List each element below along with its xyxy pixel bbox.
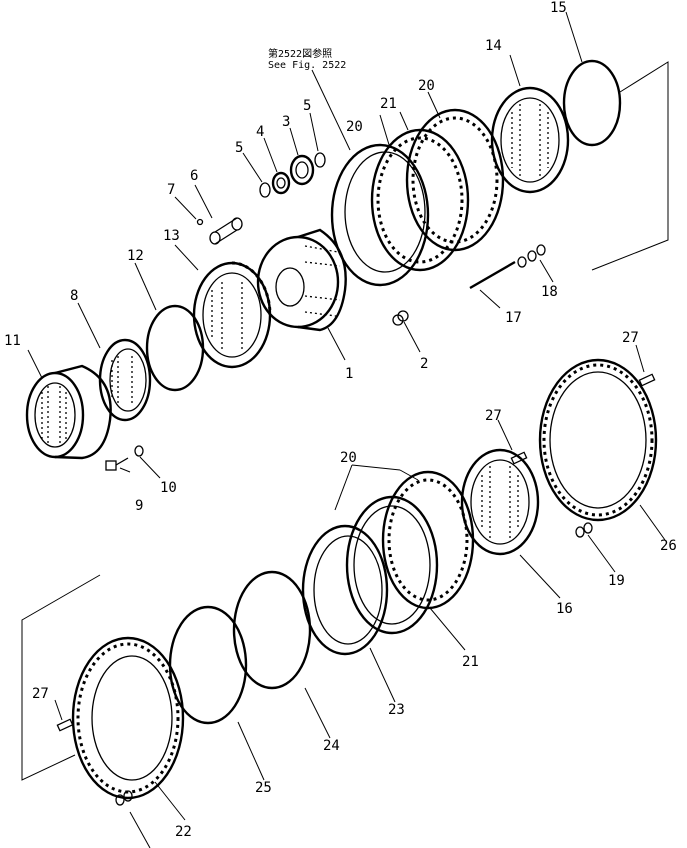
part-21-separator-plate-lower xyxy=(345,495,439,635)
part-5-washer-a xyxy=(259,182,271,198)
label-25: 25 xyxy=(255,780,272,796)
part-3-gear xyxy=(289,154,315,186)
label-8: 8 xyxy=(70,288,78,304)
label-16: 16 xyxy=(556,601,573,617)
label-6: 6 xyxy=(190,168,198,184)
section-bracket-top xyxy=(591,61,669,271)
label-20b: 20 xyxy=(418,78,435,94)
label-7: 7 xyxy=(167,182,175,198)
part-labels: 1 2 3 4 5 5 6 7 8 9 10 11 12 13 14 15 16… xyxy=(4,0,677,840)
part-4-bearing xyxy=(271,171,291,195)
part-11-drum xyxy=(25,364,112,460)
label-3: 3 xyxy=(282,114,290,130)
reference-note-english: See Fig. 2522 xyxy=(268,60,346,71)
label-27c: 27 xyxy=(32,686,49,702)
part-22-springs xyxy=(115,790,133,806)
label-12: 12 xyxy=(127,248,144,264)
label-17: 17 xyxy=(505,310,522,326)
part-14-ring-gear xyxy=(490,86,570,194)
label-1: 1 xyxy=(345,366,353,382)
label-20a: 20 xyxy=(346,119,363,135)
part-10-washer xyxy=(134,445,144,457)
part-20-friction-plate-lower xyxy=(381,470,475,610)
label-2: 2 xyxy=(420,356,428,372)
label-21b: 21 xyxy=(462,654,479,670)
leader-lines xyxy=(27,11,666,848)
part-7-ball xyxy=(196,218,204,226)
label-14: 14 xyxy=(485,38,502,54)
part-9-bolt xyxy=(105,457,129,471)
label-5a: 5 xyxy=(235,140,243,156)
part-5-washer-b xyxy=(314,152,326,168)
part-27-pin-c xyxy=(56,718,74,732)
label-21a: 21 xyxy=(380,96,397,112)
label-10: 10 xyxy=(160,480,177,496)
label-5b: 5 xyxy=(303,98,311,114)
label-27b: 27 xyxy=(485,408,502,424)
part-8-ring xyxy=(98,338,152,422)
label-20c: 20 xyxy=(340,450,357,466)
label-11: 11 xyxy=(4,333,21,349)
label-27a: 27 xyxy=(622,330,639,346)
label-26: 26 xyxy=(660,538,677,554)
label-22: 22 xyxy=(175,824,192,840)
part-19-spring xyxy=(575,522,593,538)
label-18: 18 xyxy=(541,284,558,300)
part-6-pin xyxy=(209,217,243,245)
part-1-carrier xyxy=(256,228,347,332)
reference-note: 第2522図参照 See Fig. 2522 xyxy=(268,47,351,151)
part-15-snap-ring xyxy=(562,59,622,147)
label-9: 9 xyxy=(135,498,143,514)
part-2-spring xyxy=(392,310,409,326)
part-22-end-plate xyxy=(71,636,185,800)
section-bracket-bottom xyxy=(21,574,101,781)
part-24-snap-ring xyxy=(232,570,312,690)
part-26-housing xyxy=(538,358,658,522)
part-20-friction-plate-back xyxy=(405,108,505,252)
label-4: 4 xyxy=(256,124,264,140)
label-13: 13 xyxy=(163,228,180,244)
label-23: 23 xyxy=(388,702,405,718)
part-27-pin-a xyxy=(638,373,656,387)
label-24: 24 xyxy=(323,738,340,754)
label-19: 19 xyxy=(608,573,625,589)
reference-leader xyxy=(311,69,351,151)
part-18-pins xyxy=(517,244,546,268)
label-15: 15 xyxy=(550,0,567,16)
part-16-ring-gear xyxy=(460,448,540,556)
part-17-rod xyxy=(469,260,516,290)
reference-note-japanese: 第2522図参照 xyxy=(268,47,332,60)
part-23-plate xyxy=(301,524,389,656)
